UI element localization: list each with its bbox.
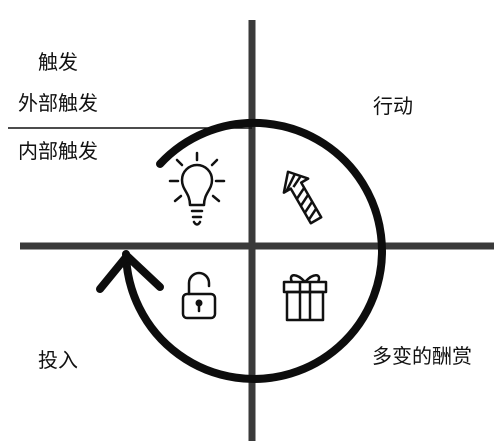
cycle-arc xyxy=(122,118,386,383)
label-internal-trigger: 内部触发 xyxy=(18,139,98,163)
unlocked-padlock-icon xyxy=(181,271,217,320)
cycle-arrowhead xyxy=(96,252,164,293)
label-investment: 投入 xyxy=(38,348,78,372)
lightbulb-icon xyxy=(168,151,226,226)
gift-icon xyxy=(282,274,328,322)
label-action: 行动 xyxy=(373,94,413,118)
label-variable-reward: 多变的酬赏 xyxy=(372,344,472,368)
label-external-trigger: 外部触发 xyxy=(18,91,98,115)
label-trigger: 触发 xyxy=(38,50,78,74)
striped-arrow-icon xyxy=(282,170,323,225)
